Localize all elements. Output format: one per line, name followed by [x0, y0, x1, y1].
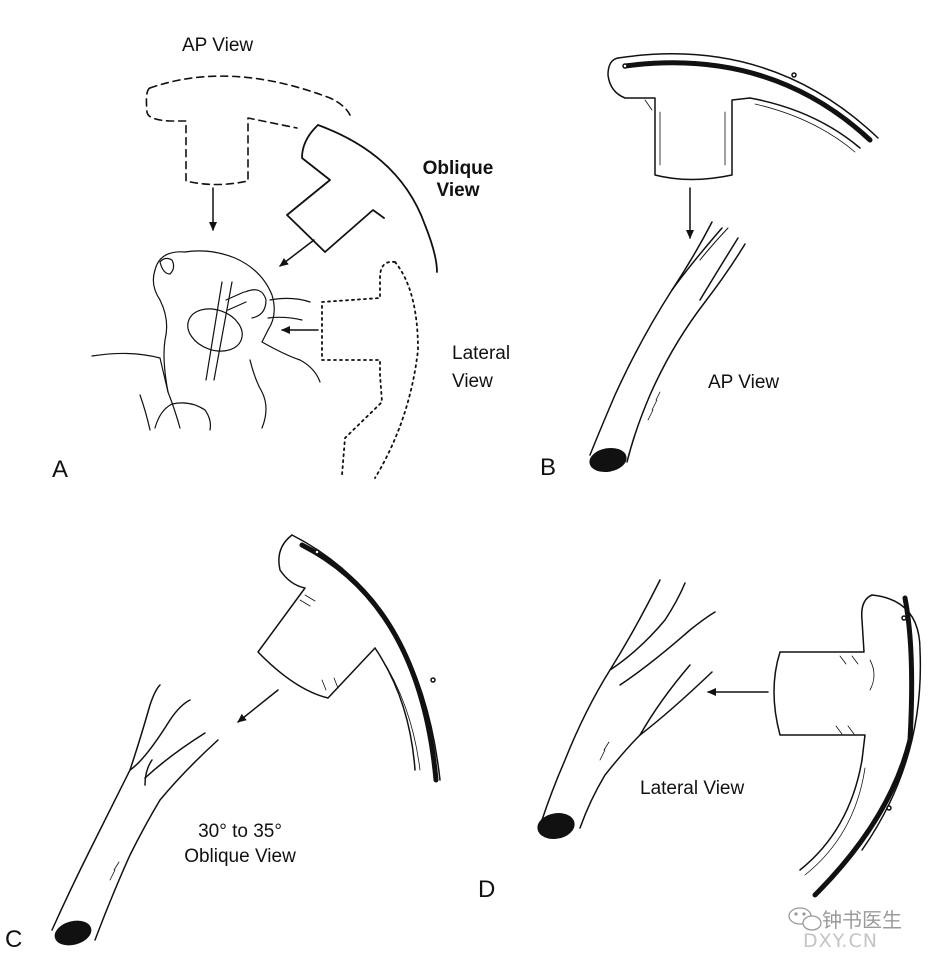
panel-d-letter: D — [478, 876, 496, 903]
panel-a-oblique-carm — [286, 124, 438, 273]
panel-b-vessel — [589, 221, 746, 473]
panel-b-ap-view-label: AP View — [708, 372, 780, 393]
panel-c-oblique-view-text: 30° to 35° Oblique View — [184, 821, 296, 867]
panel-a-ap-view-label: AP View — [182, 35, 254, 56]
panel-d-drawing — [537, 579, 922, 898]
watermark-site: DXY.CN — [803, 930, 878, 952]
panel-c-carm — [257, 534, 441, 783]
panel-a-letter: A — [52, 456, 69, 483]
panel-a-oblique-view-text: Oblique View — [422, 158, 494, 201]
panel-b-carm — [607, 53, 879, 181]
panel-b-letter: B — [540, 454, 557, 481]
panel-a-oblique-arrow — [279, 239, 315, 267]
panel-d-carm — [773, 594, 922, 898]
panel-d-vessel — [537, 579, 716, 839]
watermark-name: 钟书医生 — [822, 908, 902, 932]
panel-c-oblique-arrow — [237, 689, 279, 723]
panel-b-drawing — [589, 53, 879, 473]
panel-a-lateral-view-label: Lateral View — [452, 340, 510, 395]
panel-a-lateral-carm — [321, 260, 419, 479]
panel-a-oblique-view-label: Oblique View — [418, 158, 498, 202]
panel-c-drawing — [51, 534, 441, 946]
panel-d-lateral-view-label: Lateral View — [640, 778, 745, 799]
panel-c-oblique-view-label: 30° to 35° Oblique View — [170, 820, 310, 869]
panel-c-letter: C — [5, 926, 23, 953]
panel-a-lateral-view-text: Lateral View — [452, 343, 511, 392]
panel-a-ap-carm — [145, 75, 351, 186]
panel-c-vessel — [51, 684, 219, 946]
panel-a-drawing — [91, 75, 438, 479]
panel-a-patient — [91, 250, 321, 431]
watermark-logo-icon — [788, 907, 822, 931]
